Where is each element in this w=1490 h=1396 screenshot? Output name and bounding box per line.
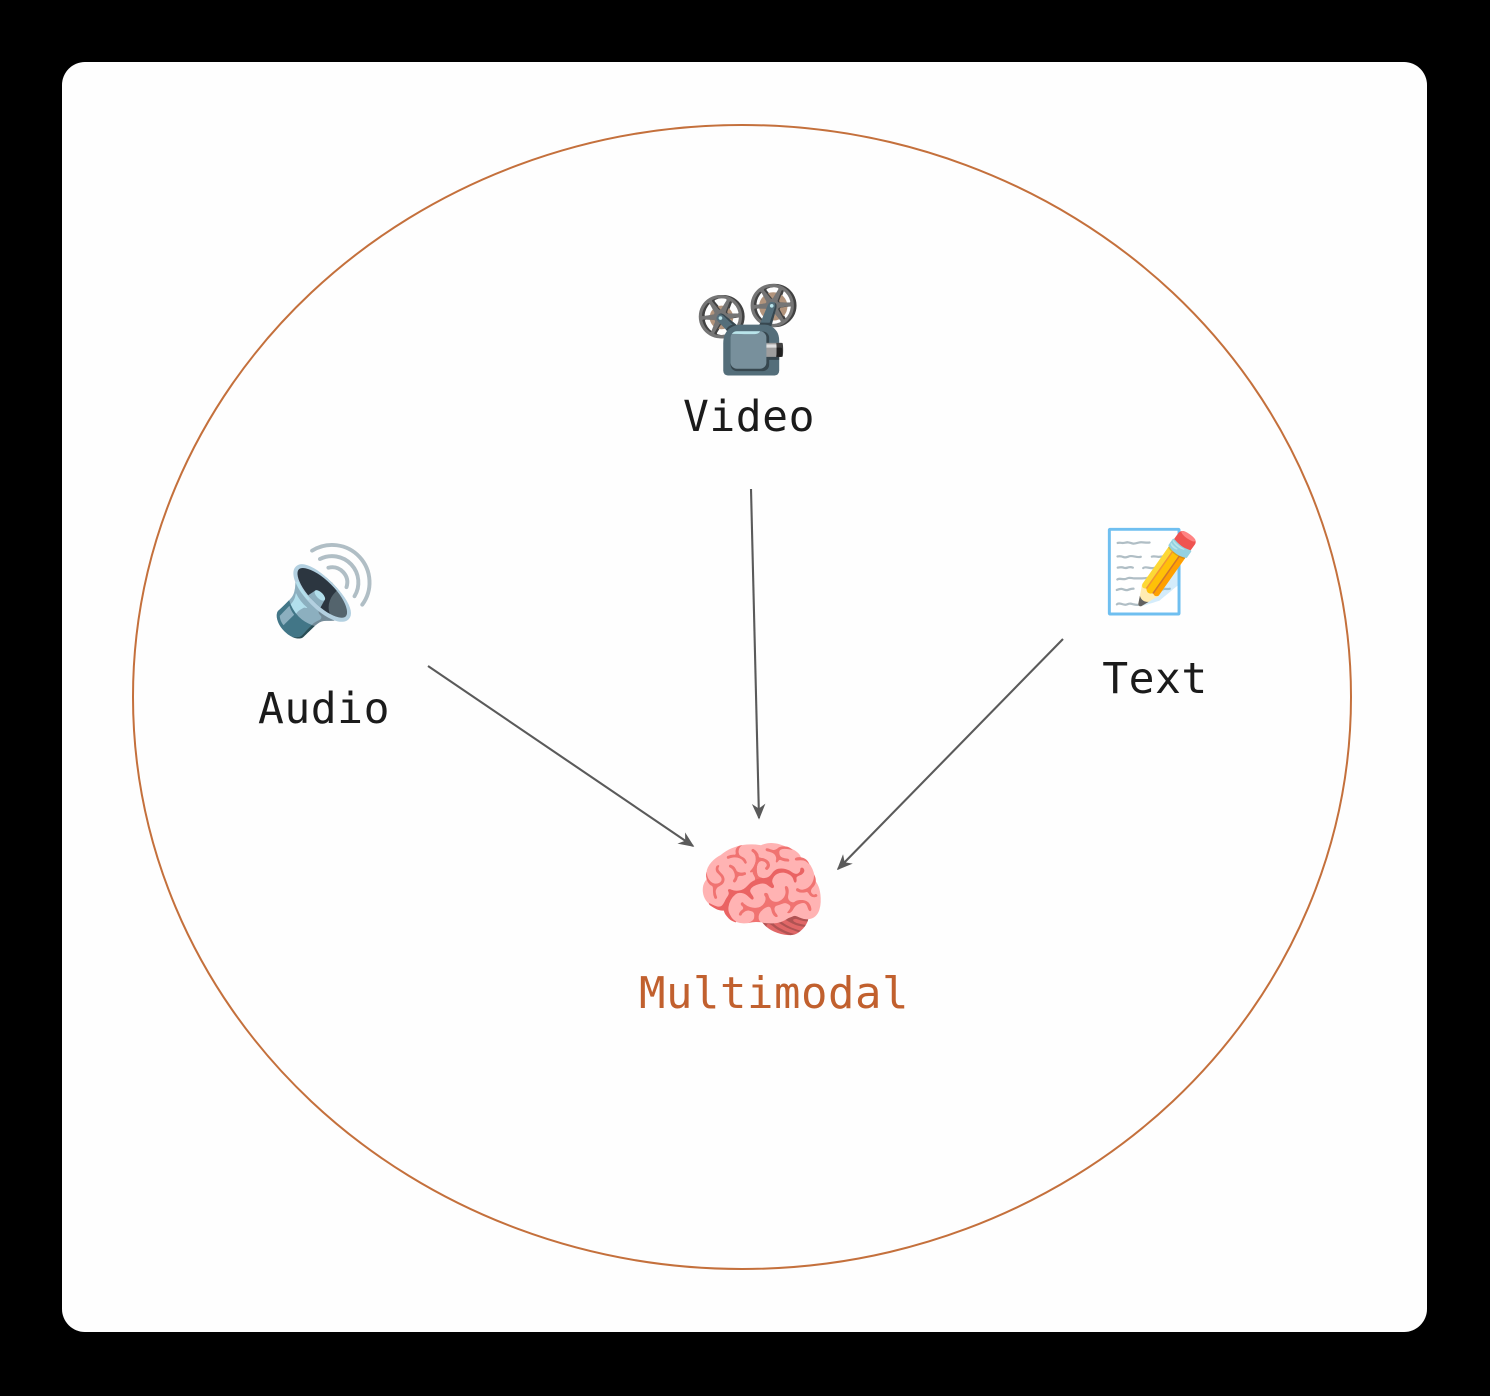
brain-icon: 🧠 [694,829,830,954]
node-video-label: Video [683,392,815,442]
node-video: 📽️ Video [0,278,1490,443]
node-multimodal-label: Multimodal [639,968,909,1019]
node-text: 📝 Text [1040,525,1264,705]
node-audio-label: Audio [258,684,390,734]
memo-pencil-icon: 📝 [1102,525,1202,618]
node-text-label: Text [1102,654,1208,704]
node-audio: 🔊 Audio [208,548,440,734]
loud-speaker-icon: 🔊 [270,541,378,641]
node-multimodal: 🧠 Multimodal [560,829,960,1020]
film-projector-icon: 📽️ [693,278,803,381]
